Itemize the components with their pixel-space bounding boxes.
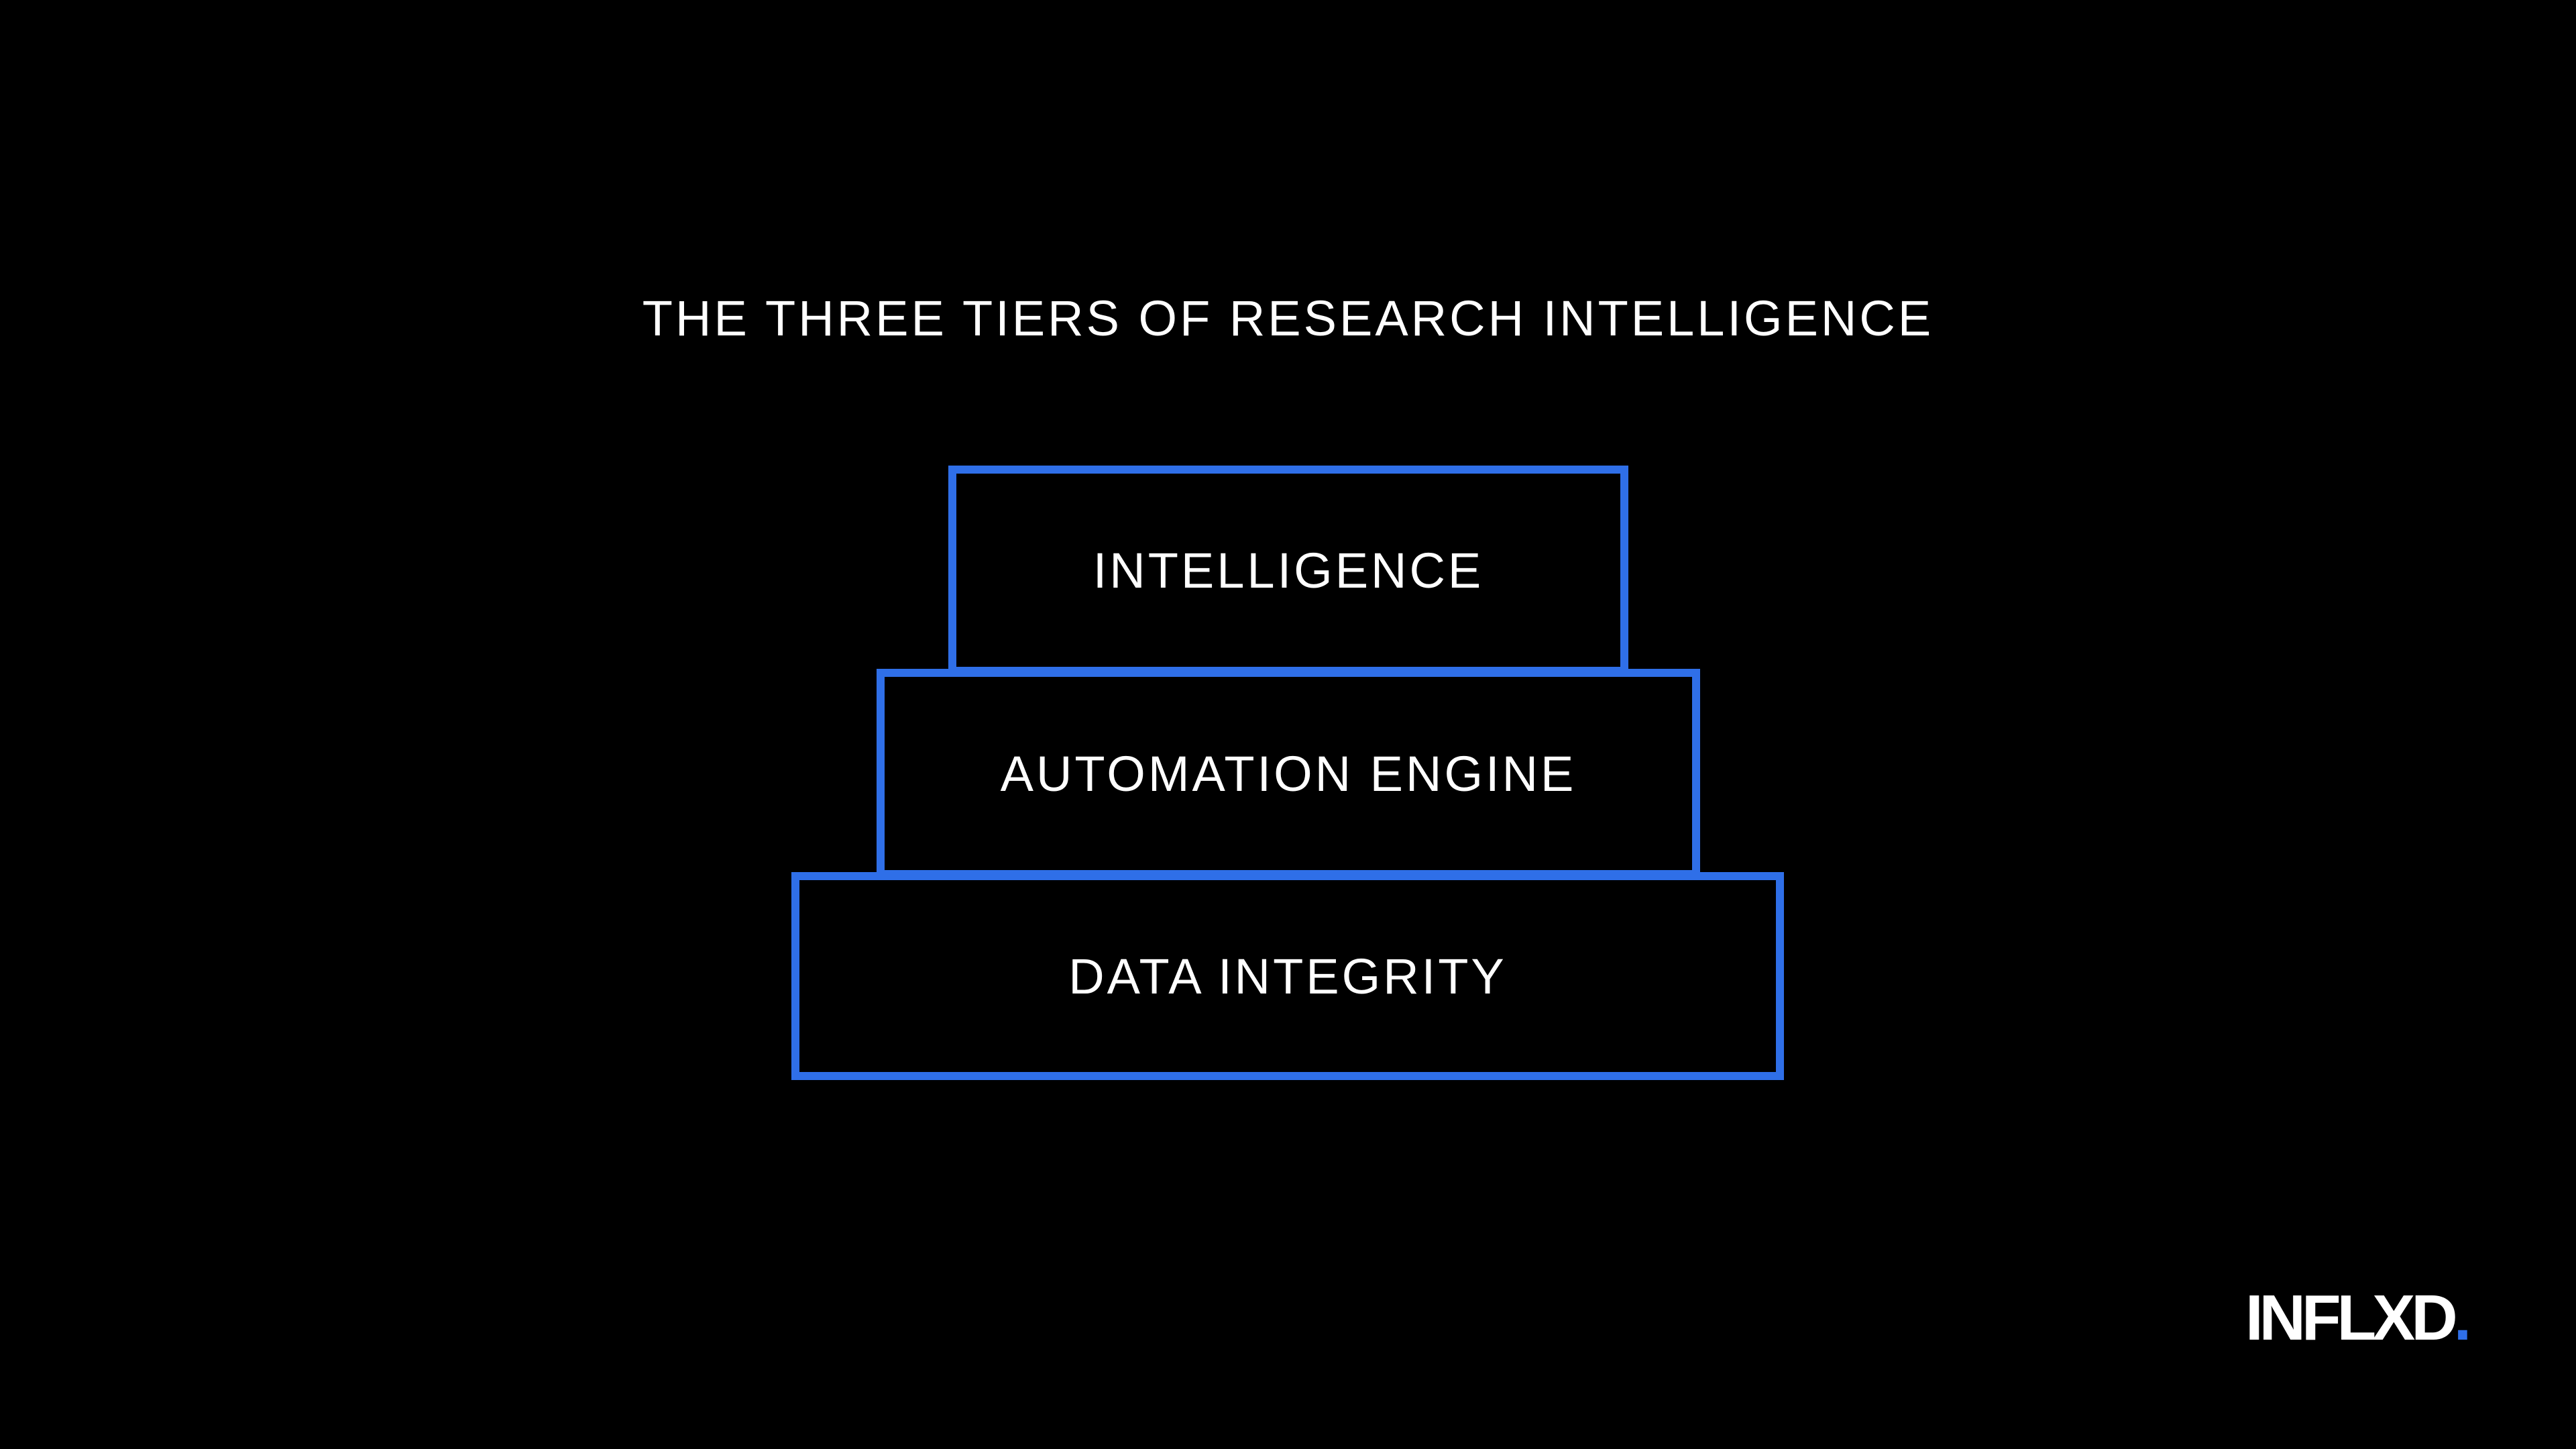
tier-automation-engine: AUTOMATION ENGINE bbox=[877, 669, 1700, 878]
brand-name: INFLXD bbox=[2245, 1282, 2458, 1354]
tier-intelligence: INTELLIGENCE bbox=[948, 466, 1628, 675]
diagram-title: THE THREE TIERS OF RESEARCH INTELLIGENCE bbox=[642, 290, 1934, 346]
brand-dot: . bbox=[2453, 1282, 2472, 1354]
tier-label: INTELLIGENCE bbox=[1093, 542, 1484, 598]
tier-label: DATA INTEGRITY bbox=[1068, 948, 1507, 1004]
tier-data-integrity: DATA INTEGRITY bbox=[791, 872, 1784, 1080]
tier-label: AUTOMATION ENGINE bbox=[1000, 745, 1577, 802]
brand-logo: INFLXD. bbox=[2245, 1286, 2471, 1350]
